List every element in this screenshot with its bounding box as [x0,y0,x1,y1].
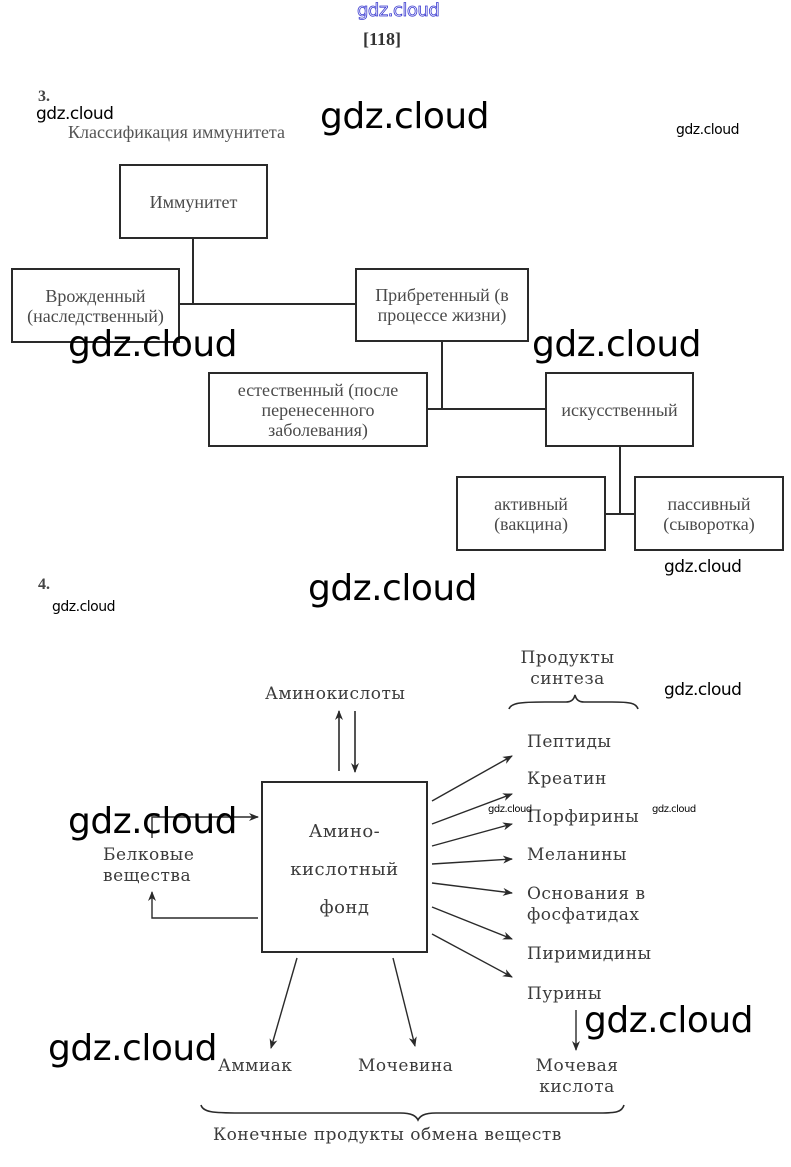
node-natural-line1: естественный (после [237,379,399,400]
watermark: gdz.cloud [36,104,114,124]
header-watermark: gdz.cloud [357,0,441,21]
watermark: gdz.cloud [488,804,532,815]
connector-innate-acquired [179,303,356,305]
synthesis-header-line1: Продукты [520,648,615,668]
end-products-brace [200,1104,625,1122]
arrow-to-creatine [431,793,513,825]
pool-label-line3: фонд [319,897,370,918]
node-artificial-label: искусственный [561,399,678,420]
product-purines: Пурины [527,984,602,1004]
watermark: gdz.cloud [48,1028,218,1069]
node-immunity: Иммунитет [119,164,268,239]
node-innate-line2: (наследственный) [27,305,164,326]
end-product-urea: Мочевина [358,1056,454,1076]
product-creatine: Креатин [527,769,607,789]
node-passive-line1: пассивный [667,493,751,514]
watermark: gdz.cloud [652,804,696,815]
synthesis-brace [508,694,639,710]
connector-active-passive [604,513,636,515]
proteins-label: Белковые вещества [103,845,194,887]
watermark: gdz.cloud [320,96,490,137]
node-passive: пассивный (сыворотка) [634,476,784,551]
watermark: gdz.cloud [68,324,238,365]
product-porphyrins: Порфирины [527,807,640,827]
uric-acid-line1: Мочевая [535,1056,619,1076]
watermark: gdz.cloud [584,1000,754,1041]
arrow-to-peptides [431,755,513,802]
product-phosphatide-bases-line1: Основания в [527,884,646,904]
node-active-line2: (вакцина) [494,513,568,534]
node-acquired-line2: процессе жизни) [377,305,507,325]
node-passive-line2: (сыворотка) [663,513,755,534]
node-innate-line1: Врожденный [45,285,146,306]
arrow-pool-to-proteins [148,891,258,919]
arrow-to-ammonia [269,957,298,1049]
amino-acid-pool-box [261,781,428,953]
arrow-to-porphyrins [431,822,513,847]
connector-artificial-down [619,445,621,514]
node-acquired: Прибретенный (в процессе жизни) [355,268,529,342]
node-natural: естественный (после перенесенного заболе… [208,372,428,447]
watermark: gdz.cloud [68,801,238,842]
end-products-caption: Конечные продукты обмена веществ [213,1125,562,1145]
node-natural-line2: перенесенного [261,399,375,420]
synthesis-header-line2: синтеза [530,669,605,689]
product-melanins: Меланины [527,845,627,865]
product-peptides: Пептиды [527,732,612,752]
node-active-line1: активный [494,493,568,514]
watermark: gdz.cloud [664,680,742,700]
arrow-to-pyrimidines [431,906,513,940]
page-number: [118] [363,29,401,49]
arrow-to-phosphatide-bases [431,882,513,896]
watermark: gdz.cloud [52,599,115,615]
arrow-to-melanins [431,855,513,865]
amino-acid-pool-label: Амино- кислотный фонд [262,813,427,927]
arrow-to-urea [392,957,417,1047]
pool-label-line2: кислотный [290,859,399,880]
product-phosphatide-bases-line2: фосфатидах [527,905,640,925]
task-3-title: Классификация иммунитета [68,122,286,142]
connector-acquired-down [441,341,443,409]
pool-label-line1: Амино- [308,821,381,842]
arrow-to-purines [431,933,513,978]
task-4-number: 4. [38,576,50,593]
proteins-line1: Белковые [103,845,195,865]
uric-acid-line2: кислота [539,1077,615,1097]
product-pyrimidines: Пиримидины [527,944,652,964]
end-product-uric-acid: Мочевая кислота [527,1056,627,1098]
connector-natural-artificial [427,408,547,410]
synthesis-header: Продукты синтеза [505,648,630,690]
end-product-ammonia: Аммиак [218,1056,293,1076]
node-acquired-line1: Прибретенный (в [375,285,509,305]
watermark: gdz.cloud [308,568,478,609]
node-active: активный (вакцина) [456,476,606,551]
watermark: gdz.cloud [664,557,742,577]
amino-acids-label: Аминокислоты [265,684,406,704]
task-3-number: 3. [38,88,50,105]
arrow-proteins-to-pool [151,813,259,838]
watermark: gdz.cloud [532,324,702,365]
product-phosphatide-bases: Основания в фосфатидах [527,884,646,926]
node-artificial: искусственный [545,372,694,447]
watermark: gdz.cloud [676,122,739,138]
node-natural-line3: заболевания) [268,419,368,440]
proteins-line2: вещества [103,866,192,886]
connector-root-down [192,238,194,304]
node-immunity-label: Иммунитет [149,191,238,212]
node-innate: Врожденный (наследственный) [11,268,180,343]
